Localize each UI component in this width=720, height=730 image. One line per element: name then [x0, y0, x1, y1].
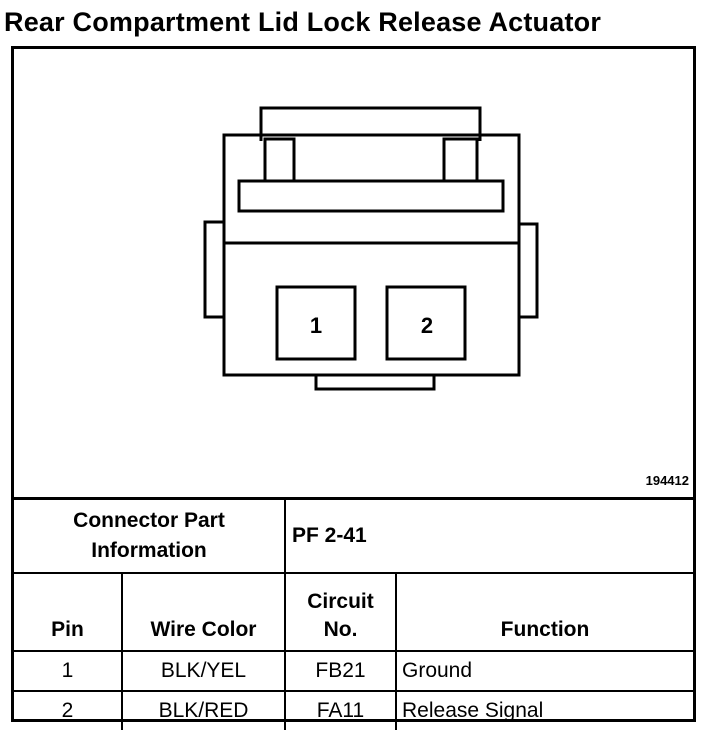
table-row: 2 BLK/RED FA11 Release Signal [14, 690, 694, 730]
bottom-key [314, 375, 436, 391]
connector-part-value: PF 2-41 [283, 497, 694, 574]
cell-pin: 1 [14, 650, 123, 692]
latch-tab-right [442, 137, 479, 183]
col-header-circuit-line1: Circuit [307, 590, 374, 613]
cavity-label-2: 2 [421, 313, 433, 338]
cavity-1 [275, 285, 357, 361]
connector-part-label-line2: Information [91, 539, 207, 562]
cavity-2 [385, 285, 467, 361]
table-row: 1 BLK/YEL FB21 Ground [14, 650, 694, 692]
connector-part-label: Connector Part Information [14, 497, 286, 574]
latch-bracket [259, 106, 482, 141]
connector-table: Connector Part Information PF 2-41 Pin W… [14, 497, 694, 730]
connector-part-label-line1: Connector Part [73, 509, 225, 532]
diagram-frame: 1 2 194412 Connector Part Information PF… [11, 46, 696, 730]
side-ear-right [519, 222, 539, 319]
col-header-wire-color: Wire Color [121, 572, 286, 652]
cell-wire-color: BLK/YEL [121, 650, 286, 692]
cavity-label-1: 1 [310, 313, 322, 338]
cell-circuit: FA11 [284, 690, 397, 730]
col-header-function: Function [394, 572, 694, 652]
figure-id: 194412 [645, 473, 689, 488]
side-ear-left [203, 220, 224, 319]
cell-function: Ground [394, 650, 694, 692]
connector-slot [237, 179, 505, 213]
cell-wire-color: BLK/RED [121, 690, 286, 730]
cell-circuit: FB21 [284, 650, 397, 692]
cell-pin: 2 [14, 690, 123, 730]
connector-drawing: 1 2 [203, 106, 539, 391]
col-header-circuit-line2: No. [323, 618, 358, 641]
col-header-pin: Pin [14, 572, 123, 652]
latch-tab-left [263, 137, 296, 183]
connector-body [222, 133, 521, 377]
col-header-circuit: Circuit No. [284, 572, 397, 652]
cell-function: Release Signal [394, 690, 694, 730]
page-title: Rear Compartment Lid Lock Release Actuat… [4, 7, 602, 37]
